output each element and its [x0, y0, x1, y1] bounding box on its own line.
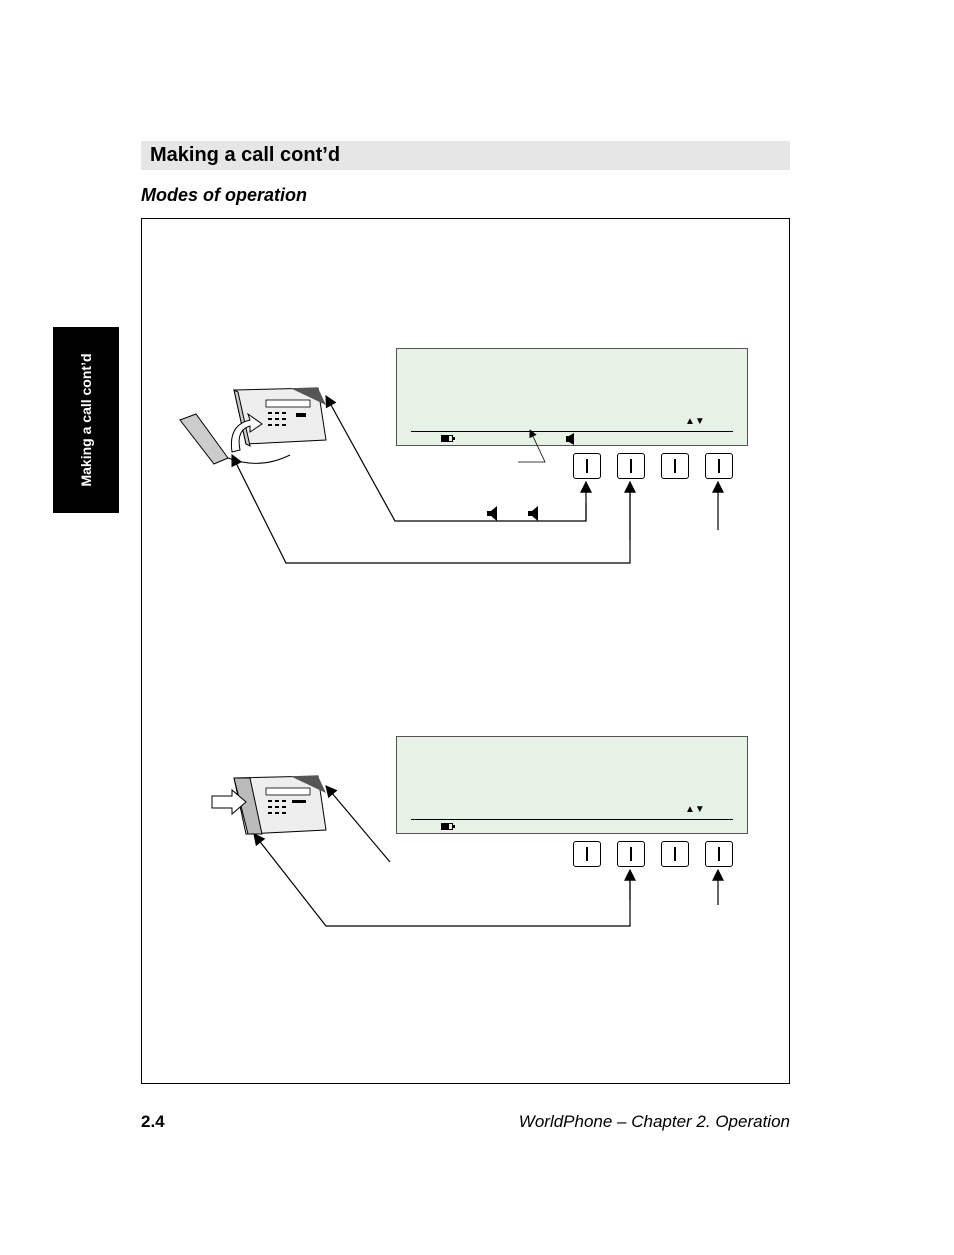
page-title: Making a call cont’d	[150, 144, 341, 166]
softkey-4-upper[interactable]	[705, 453, 733, 479]
softkey-1-upper[interactable]	[573, 453, 601, 479]
desk-phone-icon	[179, 387, 327, 465]
softkey-2-upper[interactable]	[617, 453, 645, 479]
softkey-3-lower[interactable]	[661, 841, 689, 867]
battery-icon	[441, 435, 455, 442]
section-title-bar: Making a call cont’d	[141, 141, 790, 170]
battery-icon	[441, 823, 455, 830]
softkey-4-lower[interactable]	[705, 841, 733, 867]
softkey-3-upper[interactable]	[661, 453, 689, 479]
chapter-side-tab: Making a call cont’d	[53, 327, 119, 513]
softkey-1-lower[interactable]	[573, 841, 601, 867]
illustration-frame	[141, 218, 790, 1084]
page-number: 2.4	[141, 1112, 165, 1131]
lcd-display-upper: ▲▼	[396, 348, 748, 446]
lcd-divider	[411, 431, 733, 432]
speaker-icon	[528, 506, 538, 521]
desk-phone-icon	[211, 775, 327, 835]
lcd-divider	[411, 819, 733, 820]
lcd-display-lower: ▲▼	[396, 736, 748, 834]
chapter-footer: WorldPhone – Chapter 2. Operation	[518, 1112, 790, 1131]
section-subtitle: Modes of operation	[141, 185, 307, 205]
up-down-arrows-icon: ▲▼	[685, 804, 705, 815]
speaker-icon	[487, 506, 497, 521]
hand-pointer-icon	[211, 788, 247, 816]
speaker-icon	[566, 433, 574, 445]
softkey-2-lower[interactable]	[617, 841, 645, 867]
up-down-arrows-icon: ▲▼	[685, 416, 705, 427]
